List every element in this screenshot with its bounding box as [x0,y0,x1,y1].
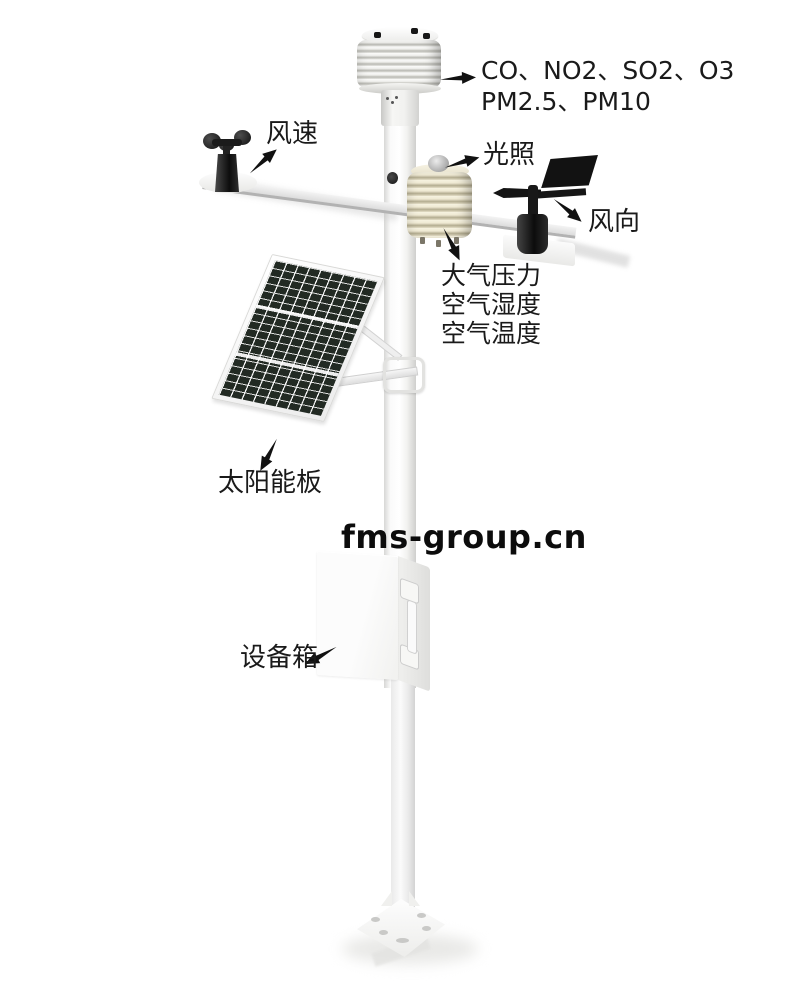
label-light: 光照 [483,140,536,170]
mini-shield-foot [436,240,441,247]
collar-screw-icon [386,97,389,100]
bolt-slot-icon [396,938,409,943]
light-sensor-dome [428,155,449,172]
arrow-icon-equipment-box [304,646,337,665]
solar-panel-cells [218,260,378,416]
base-gusset [409,891,420,906]
atmosphere-line1: 大气压力 [441,261,542,290]
atmosphere-line3: 空气温度 [441,319,542,348]
label-wind-direction: 风向 [588,207,641,237]
shield-mounting-collar [381,90,419,126]
collar-screw-icon [395,96,398,99]
wind-vane-shaft [528,185,538,221]
arrow-icon-solar-panel [260,438,277,471]
pole-clamp [383,357,425,393]
pressure-humidity-temperature-shield [407,172,472,238]
arrow-icon-atmosphere [443,228,460,261]
solar-panel [211,254,385,423]
mini-shield-foot [420,237,425,244]
collar-screw-icon [391,101,394,104]
bolt-hole-icon [379,930,388,935]
wind-direction-sensor-body [517,214,548,254]
shield-screw-icon [374,32,381,38]
gas-sensor-radiation-shield [357,40,441,88]
gas-line1: CO、NO2、SO2、O3 [481,56,735,85]
bolt-hole-icon [422,926,431,931]
watermark-text: fms-group.cn [341,518,587,556]
label-gas-parameters: CO、NO2、SO2、O3 PM2.5、PM10 [481,55,734,117]
box-latch-bar [407,599,417,655]
mini-shield-foot [454,237,459,244]
label-atmosphere-parameters: 大气压力 空气湿度 空气温度 [441,261,541,348]
label-equipment-box: 设备箱 [240,643,319,673]
base-gusset [381,891,392,906]
anemometer-stem [223,146,230,156]
radiation-shield-top-cap [362,27,438,44]
pole-cable-hole [387,172,398,184]
gas-line2: PM2.5、PM10 [481,87,651,116]
wind-speed-sensor-body [215,154,239,192]
label-wind-speed: 风速 [266,119,319,149]
shield-screw-icon [411,28,418,34]
label-solar-panel: 太阳能板 [218,468,323,498]
arrow-icon-wind-speed [249,149,277,174]
bolt-hole-icon [371,917,380,922]
wind-vane-counterweight [493,187,541,199]
anemometer-rotor-arm [212,139,242,146]
shield-screw-icon [423,33,430,39]
bolt-hole-icon [417,913,426,918]
atmosphere-line2: 空气湿度 [441,290,542,319]
arrow-icon-gas [440,71,476,84]
arrow-icon-wind-direction [553,198,582,222]
wind-vane-fin [541,155,598,188]
arrow-icon-light [444,155,480,168]
radiation-shield-base-disc [359,83,441,94]
